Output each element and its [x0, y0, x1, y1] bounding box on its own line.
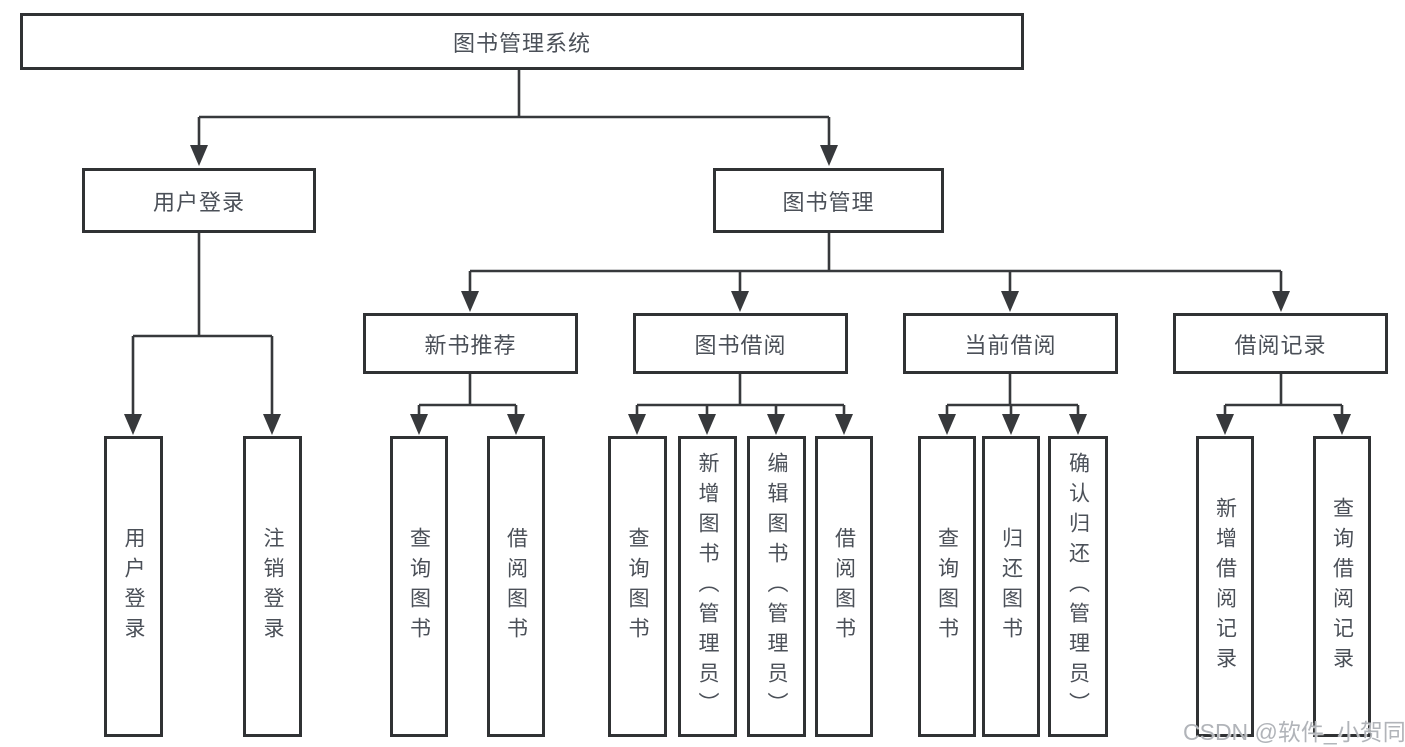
node-user-login-label: 用户登录 — [152, 189, 245, 215]
node-book-management-label: 图书管理 — [782, 189, 875, 215]
leaf-borrow-books-recommend-label: 借阅图书 — [504, 526, 528, 647]
leaf-user-login-label: 用户登录 — [122, 526, 145, 647]
leaf-edit-book-admin: 编辑图书（管理员） — [747, 436, 806, 737]
connector-root-to-level2 — [190, 70, 838, 166]
node-borrowing-records: 借阅记录 — [1173, 313, 1388, 374]
node-book-management: 图书管理 — [713, 168, 944, 233]
leaf-query-books-current: 查询图书 — [918, 436, 976, 737]
connector-current-borrowing-to-leaves — [938, 374, 1087, 435]
leaf-add-book-admin: 新增图书（管理员） — [678, 436, 737, 737]
node-borrowing-records-label: 借阅记录 — [1234, 332, 1327, 358]
connector-book-management-to-level3 — [461, 233, 1290, 312]
leaf-query-borrow-record-label: 查询借阅记录 — [1330, 496, 1354, 677]
leaf-add-borrow-record: 新增借阅记录 — [1196, 436, 1254, 737]
node-book-borrowing: 图书借阅 — [633, 313, 848, 374]
leaf-query-books-borrowing: 查询图书 — [608, 436, 667, 737]
leaf-borrow-books-recommend: 借阅图书 — [487, 436, 545, 737]
leaf-edit-book-admin-label: 编辑图书（管理员） — [765, 451, 788, 722]
leaf-borrow-books-borrowing-label: 借阅图书 — [832, 526, 856, 647]
leaf-query-books-recommend: 查询图书 — [390, 436, 448, 737]
node-current-borrowing: 当前借阅 — [903, 313, 1118, 374]
node-new-book-recommendation-label: 新书推荐 — [424, 332, 517, 358]
node-user-login: 用户登录 — [82, 168, 316, 233]
connector-user-login-to-leaves — [124, 233, 281, 435]
leaf-confirm-return-admin-label: 确认归还（管理员） — [1066, 451, 1090, 722]
node-root-label: 图书管理系统 — [452, 30, 591, 56]
leaf-logout: 注销登录 — [243, 436, 302, 737]
node-new-book-recommendation: 新书推荐 — [363, 313, 578, 374]
leaf-query-borrow-record: 查询借阅记录 — [1313, 436, 1371, 737]
node-book-borrowing-label: 图书借阅 — [694, 332, 787, 358]
connector-new-book-recommendation-to-leaves — [410, 374, 525, 435]
leaf-borrow-books-borrowing: 借阅图书 — [815, 436, 873, 737]
leaf-return-book: 归还图书 — [982, 436, 1040, 737]
leaf-user-login: 用户登录 — [104, 436, 163, 737]
node-root: 图书管理系统 — [20, 13, 1024, 70]
leaf-add-borrow-record-label: 新增借阅记录 — [1213, 496, 1237, 677]
leaf-confirm-return-admin: 确认归还（管理员） — [1048, 436, 1108, 737]
connector-borrowing-records-to-leaves — [1216, 374, 1351, 435]
connector-book-borrowing-to-leaves — [628, 374, 853, 435]
leaf-query-books-borrowing-label: 查询图书 — [626, 526, 649, 647]
leaf-query-books-recommend-label: 查询图书 — [407, 526, 431, 647]
leaf-query-books-current-label: 查询图书 — [935, 526, 959, 647]
leaf-return-book-label: 归还图书 — [999, 526, 1023, 647]
node-current-borrowing-label: 当前借阅 — [964, 332, 1057, 358]
leaf-add-book-admin-label: 新增图书（管理员） — [696, 451, 719, 722]
csdn-watermark: CSDN @软件_小贺同学 — [1183, 719, 1405, 745]
leaf-logout-label: 注销登录 — [261, 526, 284, 647]
